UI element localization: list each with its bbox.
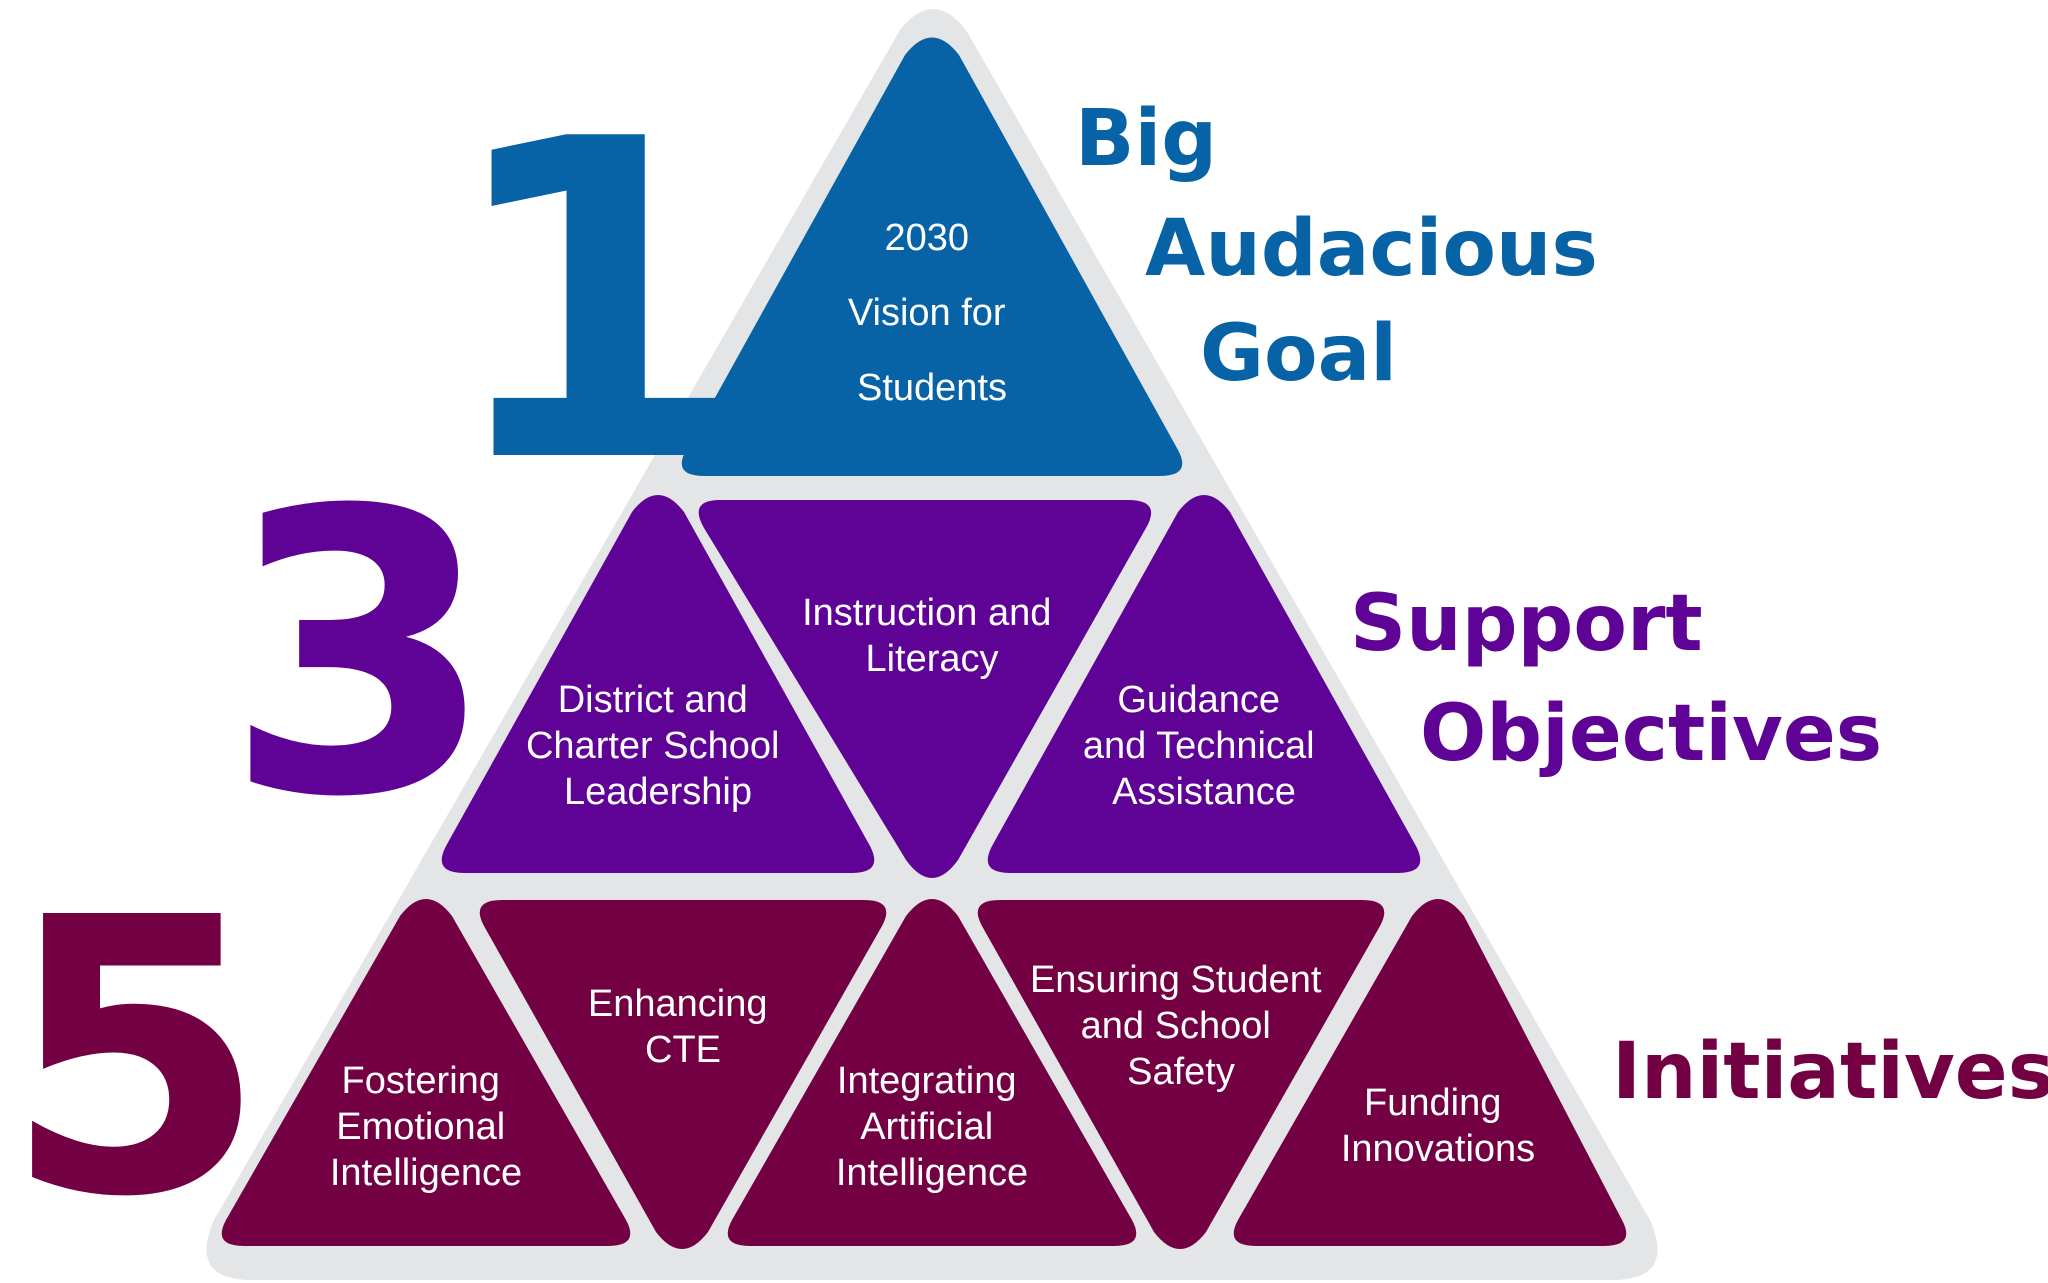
goal-label-line-1: Big [1075, 94, 1217, 184]
initiative-5-line-2: Innovations [1341, 1128, 1535, 1170]
initiative-3-line-1: Integrating [837, 1060, 1017, 1102]
initiative-5-line-1: Funding [1364, 1082, 1501, 1124]
svg-text:Ensuring Student and Sch: Ensuring Student and School Safety [1030, 959, 1332, 1093]
tier-number-objectives: 3 [224, 428, 495, 882]
svg-text:District and Charter Sch: District and Charter School Leadership [526, 679, 790, 813]
objective-2-line-2: Literacy [865, 638, 998, 680]
tier-number-initiatives: 5 [3, 837, 267, 1280]
objective-3-line-2: and Technical [1083, 725, 1315, 767]
objective-1-line-2: Charter School [526, 725, 779, 767]
initiative-triangle-2: Enhancing CTE [479, 900, 887, 1249]
initiative-triangle-4: Ensuring Student and School Safety [977, 900, 1385, 1249]
objectives-label-line-1: Support [1350, 579, 1703, 669]
initiative-3-line-3: Intelligence [836, 1152, 1028, 1194]
goal-triangle: 2030 Vision for Students [681, 37, 1183, 476]
initiative-2-line-1: Enhancing [588, 983, 768, 1025]
initiative-triangle-5: Funding Innovations [1233, 899, 1627, 1246]
initiative-4-line-1: Ensuring Student [1030, 959, 1322, 1001]
objective-1-line-1: District and [558, 679, 748, 721]
objective-1-line-3: Leadership [564, 771, 752, 813]
initiative-triangle-1: Fostering Emotional Intelligence [221, 899, 631, 1246]
svg-text:Fostering Emotional: Fostering Emotional Intelligence [330, 1060, 522, 1194]
initiative-1-line-3: Intelligence [330, 1152, 522, 1194]
objective-triangle-3: Guidance and Technical Assistance [987, 495, 1421, 873]
objective-triangle-2: Instruction and Literacy [698, 500, 1152, 878]
goal-triangle-line-1: 2030 [884, 217, 969, 259]
initiative-triangle-3: Integrating Artificial Intelligence [727, 899, 1137, 1246]
initiative-2-line-2: CTE [645, 1029, 721, 1071]
initiative-1-line-1: Fostering [342, 1060, 500, 1102]
objective-3-line-3: Assistance [1112, 771, 1296, 813]
initiative-4-line-2: and School [1081, 1005, 1271, 1047]
svg-text:Instruction and Literacy: Instruction and Literacy [802, 592, 1062, 680]
objective-3-line-1: Guidance [1117, 679, 1280, 721]
objectives-label-line-2: Objectives [1420, 689, 1882, 779]
svg-text:Funding Innovations: Funding Innovations [1341, 1082, 1535, 1170]
initiative-1-line-2: Emotional [336, 1106, 505, 1148]
tier-label-goal: Big Audacious Goal [1075, 94, 1625, 399]
initiative-3-line-2: Artificial [860, 1106, 993, 1148]
tier-label-initiatives: Initiatives [1612, 1027, 2048, 1117]
initiatives-label-line-1: Initiatives [1612, 1027, 2048, 1117]
goal-triangle-line-3: Students [857, 367, 1007, 409]
objective-2-line-1: Instruction and [802, 592, 1051, 634]
objective-triangle-1: District and Charter School Leadership [441, 495, 875, 873]
svg-text:Guidance and Technical: Guidance and Technical Assistance [1083, 679, 1325, 813]
svg-text:Enhancing CTE: Enhancing CTE [588, 983, 778, 1071]
tier-label-objectives: Support Objectives [1350, 579, 1882, 779]
goal-triangle-line-2: Vision for [848, 292, 1006, 334]
svg-text:Integrating Artificial: Integrating Artificial Intelligence [836, 1060, 1028, 1194]
goal-label-line-2: Audacious [1145, 204, 1598, 294]
svg-text:2030 Vision for St: 2030 Vision for Students [848, 217, 1016, 409]
goal-label-line-3: Goal [1200, 309, 1397, 399]
initiative-4-line-3: Safety [1127, 1051, 1235, 1093]
